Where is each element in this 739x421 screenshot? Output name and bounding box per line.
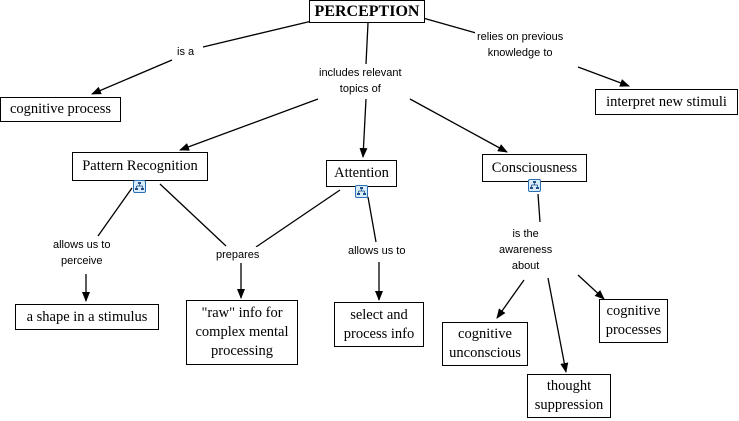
link-label-allows-us-to-perceive: allows us to perceive [51, 237, 113, 269]
link-label-includes-relevant-topics: includes relevant topics of [317, 65, 404, 97]
link-label-is-a: is a [175, 44, 197, 60]
concept-map-icon[interactable] [133, 180, 146, 193]
concept-raw-info[interactable]: "raw" info for complex mental processing [186, 300, 298, 365]
link-label-relies-on-previous-knowledge: relies on previous knowledge to [475, 29, 566, 61]
edge-perception-relies [422, 17, 477, 34]
concept-cognitive-process[interactable]: cognitive process [0, 97, 121, 122]
edge-includes-attention [359, 98, 368, 158]
concept-select-line: process info [343, 325, 415, 342]
edge-attention-prepares [255, 189, 341, 248]
concept-raw-info-line: processing [210, 343, 273, 359]
link-label-line: includes relevant [319, 67, 402, 79]
link-label-prepares: prepares [214, 247, 262, 263]
concept-raw-info-line: "raw" info for [201, 305, 283, 321]
edge-awareness-cog-processes [577, 274, 605, 300]
concept-raw-info-line: complex mental [195, 324, 289, 340]
link-label-line: allows us to [53, 239, 111, 251]
edge-awareness-thought [547, 277, 569, 373]
edge-pattern-allows [97, 187, 133, 237]
edge-perception-includes [365, 22, 369, 65]
concept-pattern-recognition[interactable]: Pattern Recognition [72, 152, 208, 181]
edge-pattern-prepares [159, 183, 227, 247]
concept-consciousness[interactable]: Consciousness [482, 154, 587, 182]
link-label-is-the-awareness-about: is the awareness about [497, 226, 555, 274]
concept-cog-unconscious-line: cognitive [458, 326, 512, 342]
edge-attention-allows [367, 196, 377, 243]
edge-perception-is-a [202, 20, 313, 48]
link-label-allows-us-to: allows us to [346, 243, 408, 259]
concept-interpret-new-stimuli[interactable]: interpret new stimuli [595, 89, 738, 115]
link-label-line: is the [512, 228, 539, 240]
edge-relies-interpret [577, 66, 630, 87]
link-label-line: relies on previous [477, 31, 564, 43]
concept-perception[interactable]: PERCEPTION [309, 0, 425, 23]
concept-cog-processes-line: cognitive [606, 303, 661, 319]
edge-is-a-cognitive-process [91, 59, 173, 95]
concept-thought-suppression[interactable]: thought suppression [527, 374, 611, 418]
concept-thought-line: suppression [534, 397, 604, 413]
edge-consciousness-awareness [537, 193, 541, 223]
concept-map-icon[interactable] [355, 185, 368, 198]
concept-cognitive-unconscious[interactable]: cognitive unconscious [442, 322, 528, 366]
concept-select-line: select and [350, 306, 408, 323]
edge-includes-consciousness [409, 98, 508, 153]
edge-includes-pattern-recognition [179, 98, 319, 151]
concept-cog-unconscious-line: unconscious [449, 345, 521, 361]
concept-map-icon[interactable] [528, 179, 541, 192]
concept-cog-processes-line: processes [605, 322, 662, 338]
concept-shape-in-stimulus[interactable]: a shape in a stimulus [15, 304, 159, 330]
link-label-line: awareness [499, 244, 553, 256]
link-label-line: about [511, 260, 540, 272]
concept-cognitive-processes[interactable]: cognitive processes [599, 299, 668, 343]
concept-attention[interactable]: Attention [326, 160, 397, 187]
concept-thought-line: thought [546, 378, 592, 394]
link-label-line: knowledge to [487, 47, 553, 59]
link-label-line: perceive [60, 255, 103, 267]
link-label-line: topics of [339, 83, 381, 95]
edge-awareness-cog-unconscious [496, 279, 525, 319]
concept-select-process-info[interactable]: select and process info [334, 302, 424, 347]
